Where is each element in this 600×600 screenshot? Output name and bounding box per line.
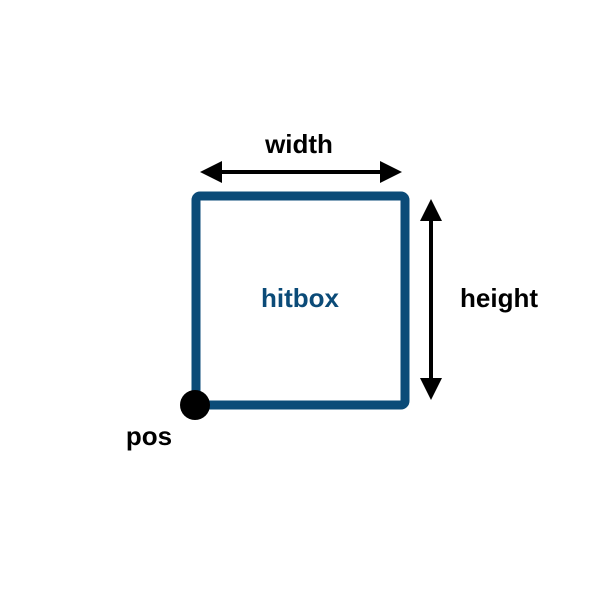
height-arrow-head-top bbox=[420, 199, 442, 221]
hitbox-label: hitbox bbox=[261, 283, 340, 313]
height-arrow bbox=[420, 199, 442, 400]
pos-label: pos bbox=[126, 421, 172, 451]
width-arrow-head-left bbox=[200, 161, 222, 183]
width-arrow-head-right bbox=[380, 161, 402, 183]
width-label: width bbox=[264, 129, 333, 159]
hitbox-rectangle bbox=[191, 191, 410, 410]
pos-dot bbox=[180, 390, 210, 420]
height-arrow-head-bottom bbox=[420, 378, 442, 400]
width-arrow bbox=[200, 161, 402, 183]
height-label: height bbox=[460, 283, 538, 313]
